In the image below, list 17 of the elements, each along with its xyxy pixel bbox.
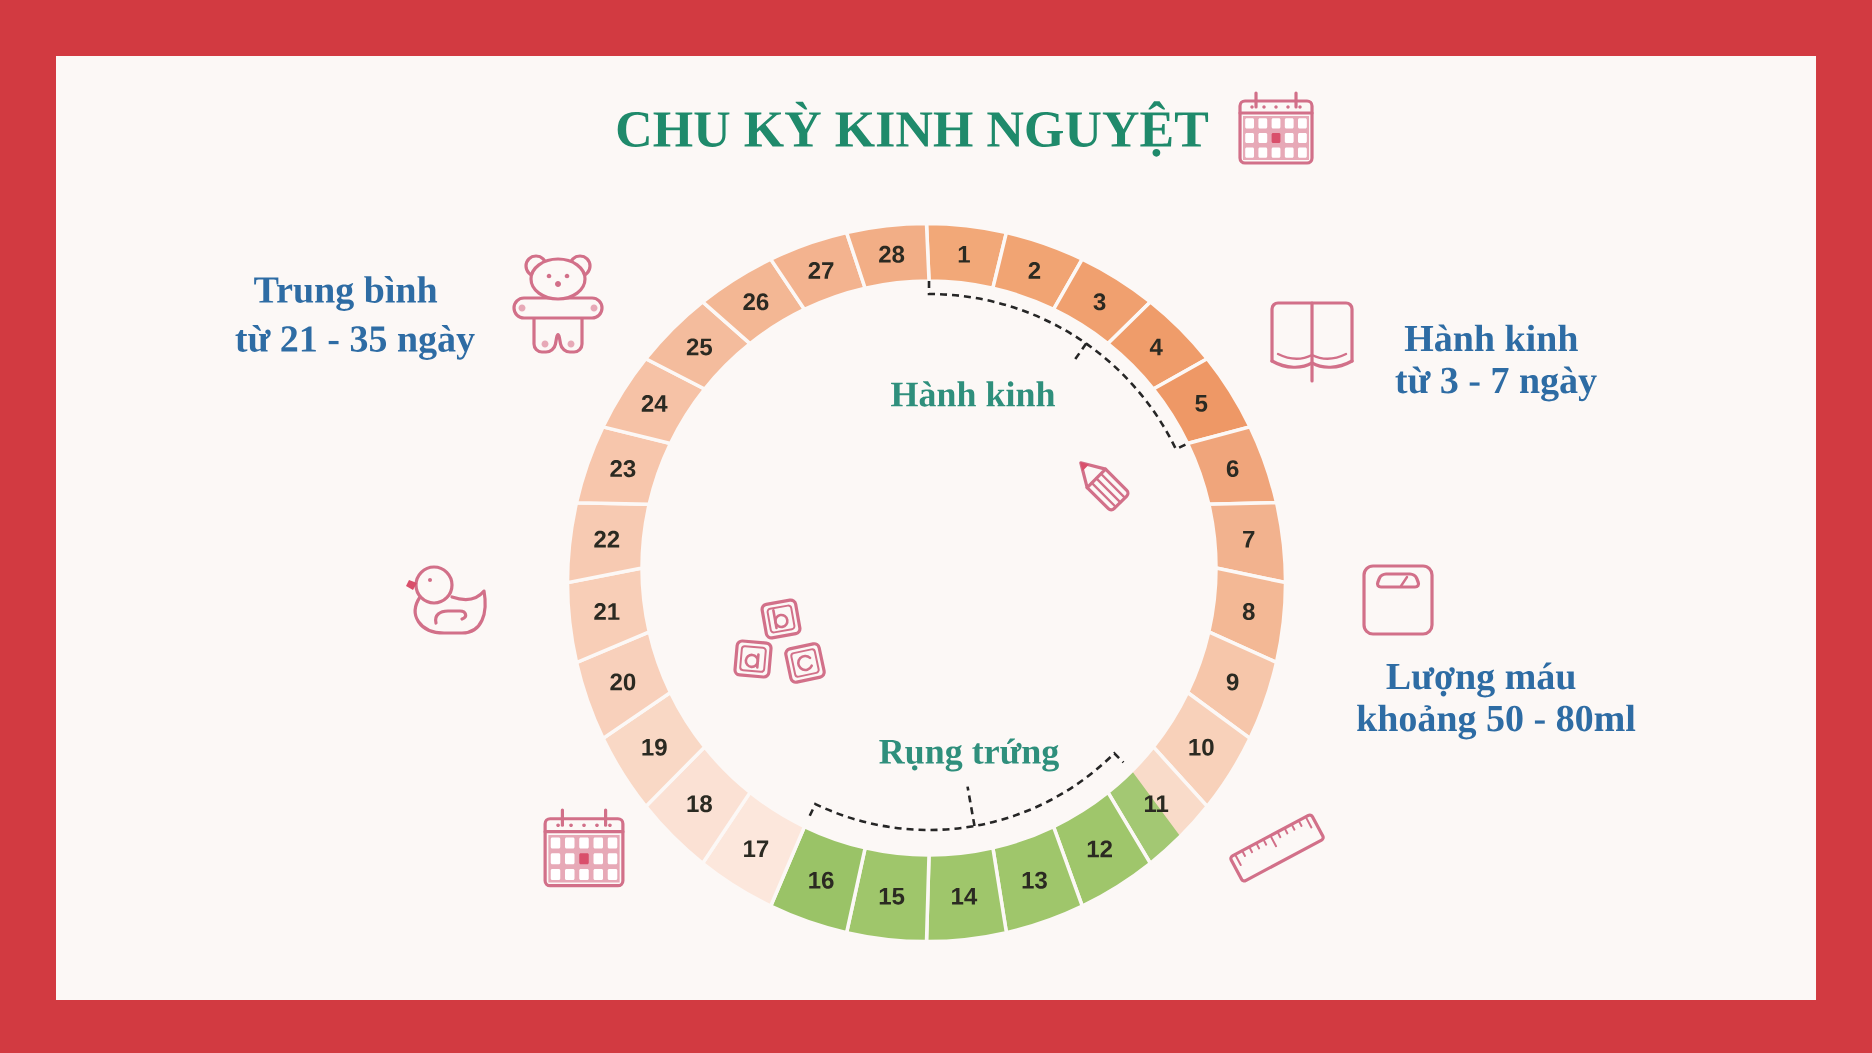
day-segment: 6 <box>1185 425 1279 506</box>
day-segment: 22 <box>565 500 651 585</box>
day-segment: 7 <box>1207 500 1288 585</box>
title: CHU KỲ KINH NGUYỆT <box>617 101 1209 157</box>
day-segment: 21 <box>565 566 651 665</box>
day-segment: 24 <box>601 357 707 446</box>
day-segment: 8 <box>1207 566 1288 665</box>
phase-label: Rụng trứng <box>879 738 1059 772</box>
day-segment: 23 <box>574 425 673 506</box>
day-segment: 16 <box>769 824 867 935</box>
day-segment: 13 <box>991 824 1084 935</box>
info-text: Trung bình từ 21 - 35 ngày <box>235 276 475 360</box>
day-segment: 15 <box>844 846 931 944</box>
info-text: Lượng máu khoảng 50 - 80ml <box>1357 662 1636 740</box>
info-text: Hành kinh từ 3 - 7 ngày <box>1395 324 1597 402</box>
day-segment: 27 <box>769 230 867 312</box>
day-segment: 28 <box>844 221 931 290</box>
